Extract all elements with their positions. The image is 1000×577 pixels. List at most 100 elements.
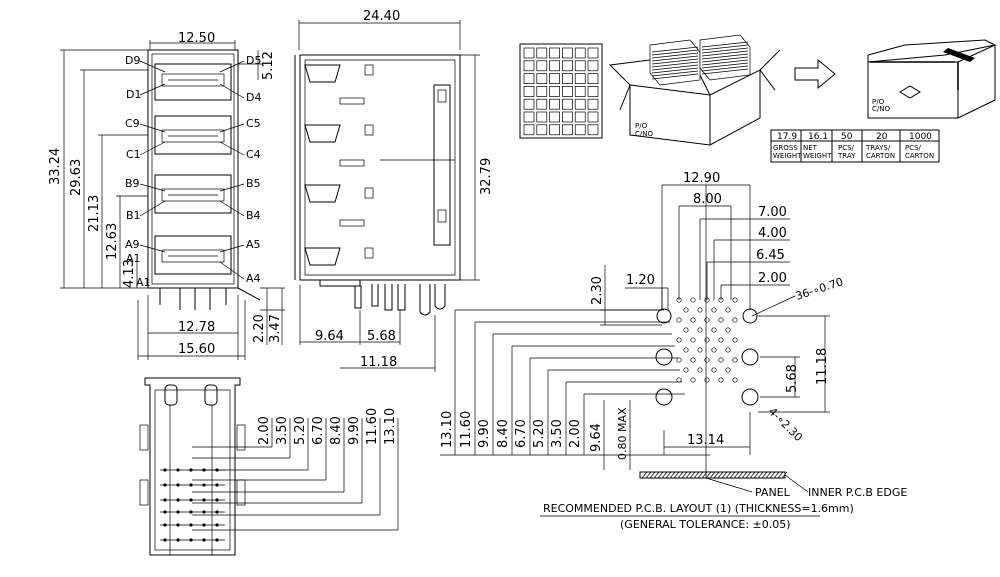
side-height: 32.79 xyxy=(479,158,494,195)
front-width-top: 12.50 xyxy=(178,31,215,46)
pcb-dim-vertical: 13.10 xyxy=(440,411,455,448)
packing-table: 17.9 16.1 50 20 1000 GROSS WEIGHT NET WE… xyxy=(770,129,940,163)
bottom-dim: 6.70 xyxy=(311,416,326,445)
pcb-hole-label: 36-∘0.70 xyxy=(794,275,845,303)
pin-label: B1 xyxy=(126,209,141,222)
carton-marking: C/NO xyxy=(872,105,890,113)
pin-label: C1 xyxy=(126,148,141,161)
dim-568: 5.68 xyxy=(367,329,396,344)
bottom-dim: 8.40 xyxy=(329,416,344,445)
pcb-dim-top: 12.90 xyxy=(683,171,720,186)
pcb-dim-vertical: 6.70 xyxy=(514,419,529,448)
pin-label: A1 xyxy=(136,276,151,289)
dim-347: 3.47 xyxy=(268,314,283,343)
pin-label: D4 xyxy=(246,91,261,104)
pcb-dim-vertical: 2.00 xyxy=(568,419,583,448)
table-label: PCS/ xyxy=(905,144,922,152)
bottom-dim: 9.90 xyxy=(347,416,362,445)
bottom-dim: 13.10 xyxy=(383,408,398,445)
pin-label: B5 xyxy=(246,177,261,190)
pcb-dim-vertical: 11.60 xyxy=(459,411,474,448)
pcb-dim-vertical: 9.90 xyxy=(477,419,492,448)
pcb-dim-top: 7.00 xyxy=(758,205,787,220)
pcb-dim-vertical: 3.50 xyxy=(550,419,565,448)
front-view: 12.50 D9 xyxy=(48,31,285,360)
pin-label: C9 xyxy=(125,117,140,130)
pcb-dim-120: 1.20 xyxy=(626,273,655,288)
pin-label: D1 xyxy=(126,88,141,101)
table-value: 50 xyxy=(841,132,853,142)
table-label: NET xyxy=(803,144,818,152)
dim-width-bottom-1: 12.78 xyxy=(178,320,215,335)
pin-label: A4 xyxy=(246,272,261,285)
pcb-layout: 12.90 8.00 7.00 4.00 6.45 2.00 2.30 1.20… xyxy=(440,171,907,531)
bottom-dim-ladder xyxy=(192,418,399,531)
pin-label: A9 xyxy=(125,238,140,251)
pcb-dim-vertical: 8.40 xyxy=(496,419,511,448)
table-value: 17.9 xyxy=(777,132,797,142)
dim-height-2: 29.63 xyxy=(69,159,84,196)
arrow-icon xyxy=(794,58,836,90)
table-label: TRAY xyxy=(837,152,856,160)
table-label: GROSS xyxy=(773,144,798,152)
closed-carton-icon xyxy=(867,39,997,119)
port-a xyxy=(154,235,232,275)
pcb-dim-right: 11.18 xyxy=(815,348,830,385)
table-label: CARTON xyxy=(905,152,934,160)
panel-label: PANEL xyxy=(755,486,791,499)
pcb-dim-vertical: 9.64 xyxy=(589,423,604,452)
pin-label: C5 xyxy=(246,117,261,130)
table-value: 16.1 xyxy=(808,132,828,142)
packing-section: P/O C/NO P/O C/NO 17.9 16.1 50 xyxy=(519,34,997,163)
pin-label: D9 xyxy=(125,54,140,67)
pcb-tolerance: (GENERAL TOLERANCE: ±0.05) xyxy=(620,518,791,531)
pcb-dim-1314: 13.14 xyxy=(687,433,724,448)
pin-label: B4 xyxy=(246,209,261,222)
pcb-dim-vertical: 5.20 xyxy=(532,419,547,448)
dim-width-bottom-2: 15.60 xyxy=(178,342,215,357)
table-value: 20 xyxy=(876,132,888,142)
table-label: CARTON xyxy=(866,152,895,160)
pin-label: D5 xyxy=(246,54,261,67)
table-label: WEIGHT xyxy=(773,152,802,160)
bottom-dim: 3.50 xyxy=(275,416,290,445)
dim-right-top: 5.12 xyxy=(261,51,276,80)
bottom-view: 2.00 3.50 5.20 6.70 8.40 9.90 11.60 13.1… xyxy=(139,377,399,556)
side-length: 24.40 xyxy=(363,9,400,24)
pcb-dim-vertical: 0.80 MAX xyxy=(616,407,629,460)
bottom-dim: 2.00 xyxy=(257,416,272,445)
inner-edge-label: INNER P.C.B EDGE xyxy=(808,486,907,499)
carton-marking: C/NO xyxy=(635,130,653,138)
open-carton-icon xyxy=(608,34,781,146)
pcb-dim-230: 2.30 xyxy=(590,276,605,305)
dim-964: 9.64 xyxy=(315,329,344,344)
bottom-dim: 11.60 xyxy=(365,408,380,445)
dim-220: 2.20 xyxy=(252,314,267,343)
pin-label: B9 xyxy=(125,177,140,190)
pcb-dim-top: 2.00 xyxy=(758,271,787,286)
table-label: PCS/ xyxy=(838,144,855,152)
dim-1118: 11.18 xyxy=(360,355,397,370)
table-label: TRAYS/ xyxy=(865,144,891,152)
pcb-hole-grid xyxy=(676,297,738,383)
pcb-dim-right: 5.68 xyxy=(785,364,800,393)
bottom-dim: 5.20 xyxy=(293,416,308,445)
pcb-caption: RECOMMENDED P.C.B. LAYOUT (1) (THICKNESS… xyxy=(543,502,854,515)
pcb-mount-label: 4-∘2.30 xyxy=(766,405,805,444)
tray-grid xyxy=(523,47,599,136)
pcb-dim-top: 8.00 xyxy=(693,192,722,207)
bottom-pin-rows xyxy=(160,468,225,542)
pcb-dim-top: 6.45 xyxy=(756,248,785,263)
carton-marking: P/O xyxy=(635,122,648,130)
dim-height-3: 21.13 xyxy=(87,195,102,232)
tray-icon xyxy=(519,43,603,139)
dim-height-total: 33.24 xyxy=(48,148,63,185)
dim-height-5: 4.13 xyxy=(122,259,137,288)
pcb-dim-top: 4.00 xyxy=(758,226,787,241)
pin-label: C4 xyxy=(246,148,261,161)
port-c xyxy=(154,115,232,155)
port-b xyxy=(154,174,232,214)
table-value: 1000 xyxy=(909,132,932,142)
